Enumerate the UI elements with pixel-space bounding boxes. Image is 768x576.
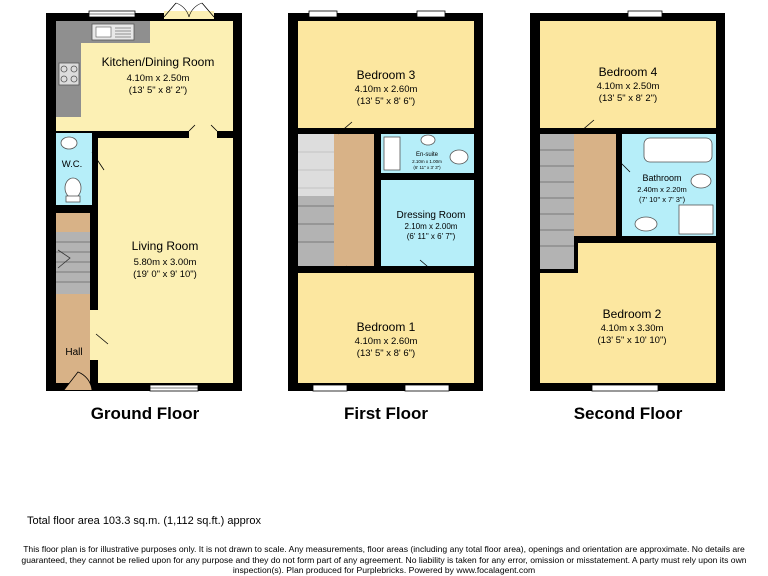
bedroom1-metric: 4.10m x 2.60m [355, 336, 418, 347]
bedroom2-label: Bedroom 2 [603, 307, 662, 321]
ensuite-label: En-suite [416, 152, 439, 158]
dressing-label: Dressing Room [397, 210, 466, 221]
french-doors-icon [164, 11, 214, 19]
ensuite-imperial: (6' 11" x 3' 3") [413, 165, 441, 170]
window-icon [308, 10, 338, 18]
disclaimer: This floor plan is for illustrative purp… [21, 544, 747, 575]
kitchen-imperial: (13' 5" x 8' 2") [129, 85, 187, 96]
bedroom-2 [540, 243, 716, 383]
stairs-icon [540, 134, 574, 269]
living-room [98, 138, 233, 383]
front-door-icon [63, 371, 93, 391]
dressing-metric: 2.10m x 2.00m [405, 222, 458, 231]
shower-icon [383, 136, 401, 171]
bedroom2-imperial: (13' 5" x 10' 10") [598, 335, 667, 346]
door-opening [189, 129, 217, 139]
bedroom4-metric: 4.10m x 2.50m [597, 81, 660, 92]
window-icon [627, 10, 663, 18]
bathroom-metric: 2.40m x 2.20m [637, 185, 687, 194]
first-floor-title: First Floor [344, 404, 428, 423]
bathroom-imperial: (7' 10" x 7' 3") [639, 195, 686, 204]
bedroom-4 [540, 21, 716, 128]
window-icon [404, 384, 450, 392]
basin-icon [634, 216, 658, 232]
first-floor: En-suite 2.10m x 1.00m (6' 11" x 3' 3") … [288, 10, 483, 423]
window-icon [312, 384, 348, 392]
toilet-icon [64, 177, 82, 199]
bedroom1-label: Bedroom 1 [357, 320, 416, 334]
ground-floor: Kitchen/Dining Room 4.10m x 2.50m (13' 5… [46, 2, 242, 423]
window-icon [591, 384, 659, 392]
landing [334, 134, 374, 266]
ground-floor-title: Ground Floor [91, 404, 200, 423]
basin-icon [60, 136, 78, 150]
hob-icon [58, 62, 80, 86]
bathroom-label: Bathroom [642, 173, 681, 183]
dressing-imperial: (6' 11" x 6' 7") [407, 232, 456, 241]
second-floor: Bathroom 2.40m x 2.20m (7' 10" x 7' 3") … [530, 10, 725, 423]
bedroom3-label: Bedroom 3 [357, 68, 416, 82]
door-icon [617, 159, 631, 173]
living-label: Living Room [132, 239, 199, 253]
bedroom1-imperial: (13' 5" x 8' 6") [357, 348, 415, 359]
bedroom3-metric: 4.10m x 2.60m [355, 84, 418, 95]
bedroom-1 [298, 273, 474, 383]
toilet-icon [690, 173, 712, 189]
living-imperial: (19' 0" x 9' 10") [133, 269, 197, 280]
bedroom4-imperial: (13' 5" x 8' 2") [599, 93, 657, 104]
bedroom4-label: Bedroom 4 [599, 65, 658, 79]
kitchen-label: Kitchen/Dining Room [102, 55, 215, 69]
door-icon [419, 259, 435, 273]
stairs-icon [56, 232, 90, 294]
basin-icon [420, 134, 436, 146]
second-floor-title: Second Floor [574, 404, 683, 423]
living-metric: 5.80m x 3.00m [134, 257, 197, 268]
bedroom2-metric: 4.10m x 3.30m [601, 323, 664, 334]
bath-icon [643, 137, 713, 163]
total-floor-area: Total floor area 103.3 sq.m. (1,112 sq.f… [27, 515, 261, 527]
toilet-icon [449, 149, 469, 165]
hall-opening [90, 310, 100, 360]
bedroom3-imperial: (13' 5" x 8' 6") [357, 96, 415, 107]
shower-icon [678, 204, 714, 235]
kitchen-worktop [56, 21, 150, 117]
kitchen-metric: 4.10m x 2.50m [127, 73, 190, 84]
hall-label: Hall [65, 347, 82, 358]
ensuite-metric: 2.10m x 1.00m [412, 159, 442, 164]
wc-door-icon [91, 151, 105, 171]
dressing-room [381, 180, 474, 266]
window-icon [416, 10, 446, 18]
bedroom-3 [298, 21, 474, 128]
wc-label: W.C. [62, 159, 83, 170]
door-icon [337, 121, 353, 135]
landing [574, 134, 616, 236]
door-icon [579, 119, 595, 133]
